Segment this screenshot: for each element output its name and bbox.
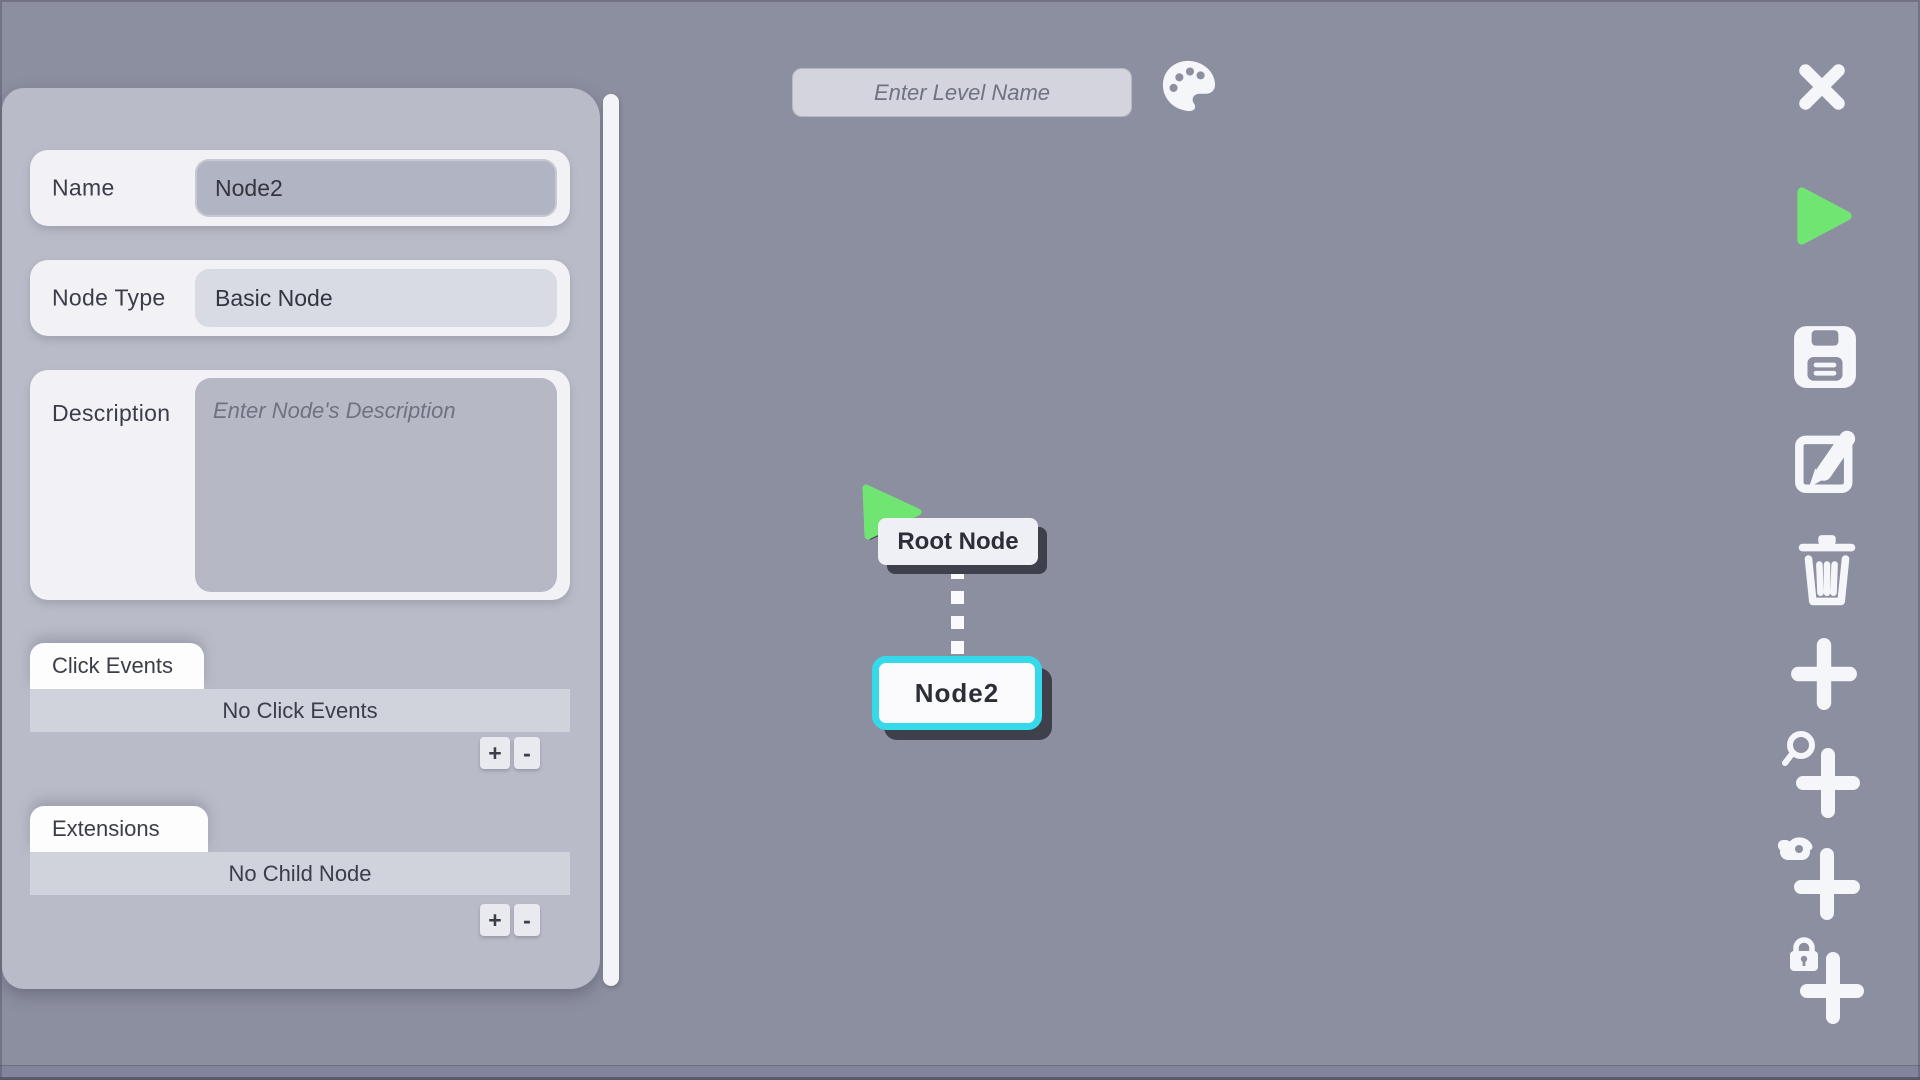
edit-icon[interactable] xyxy=(1794,426,1862,499)
add-drag-node-icon[interactable] xyxy=(1778,832,1862,925)
description-textarea[interactable]: Enter Node's Description xyxy=(195,378,557,592)
add-locked-node-icon[interactable] xyxy=(1786,936,1864,1029)
tab-click-events[interactable]: Click Events xyxy=(30,643,204,689)
description-label: Description xyxy=(52,400,171,426)
node-type-label: Node Type xyxy=(52,284,166,311)
extensions-empty-row: No Child Node xyxy=(30,852,570,895)
add-zoom-node-icon[interactable] xyxy=(1782,730,1862,823)
panel-scrollbar[interactable] xyxy=(603,94,619,986)
name-label: Name xyxy=(52,174,115,201)
node-connector-dashed xyxy=(951,566,964,660)
tab-extensions[interactable]: Extensions xyxy=(30,806,208,852)
name-field-row: Name Node2 xyxy=(30,150,570,226)
description-field-row: Description Enter Node's Description xyxy=(30,370,570,600)
save-icon[interactable] xyxy=(1792,322,1858,397)
node-root[interactable]: Root Node xyxy=(878,518,1038,565)
remove-extension-button[interactable]: - xyxy=(514,904,540,936)
node-inspector-panel: Name Node2 Node Type Basic Node Descript… xyxy=(2,88,600,989)
delete-icon[interactable] xyxy=(1794,534,1860,613)
add-node-icon[interactable] xyxy=(1791,638,1857,715)
bottom-edge-strip xyxy=(0,1065,1920,1080)
close-icon[interactable] xyxy=(1790,56,1854,123)
play-icon[interactable] xyxy=(1793,184,1855,253)
click-events-empty-row: No Click Events xyxy=(30,689,570,732)
palette-icon[interactable] xyxy=(1160,58,1218,119)
node-node2-selected[interactable]: Node2 xyxy=(872,656,1042,730)
level-name-input[interactable]: Enter Level Name xyxy=(792,68,1132,117)
node-type-field-row: Node Type Basic Node xyxy=(30,260,570,336)
node-type-select[interactable]: Basic Node xyxy=(195,269,557,327)
remove-click-event-button[interactable]: - xyxy=(514,737,540,769)
name-input[interactable]: Node2 xyxy=(195,159,557,217)
add-extension-button[interactable]: + xyxy=(480,904,510,936)
add-click-event-button[interactable]: + xyxy=(480,737,510,769)
